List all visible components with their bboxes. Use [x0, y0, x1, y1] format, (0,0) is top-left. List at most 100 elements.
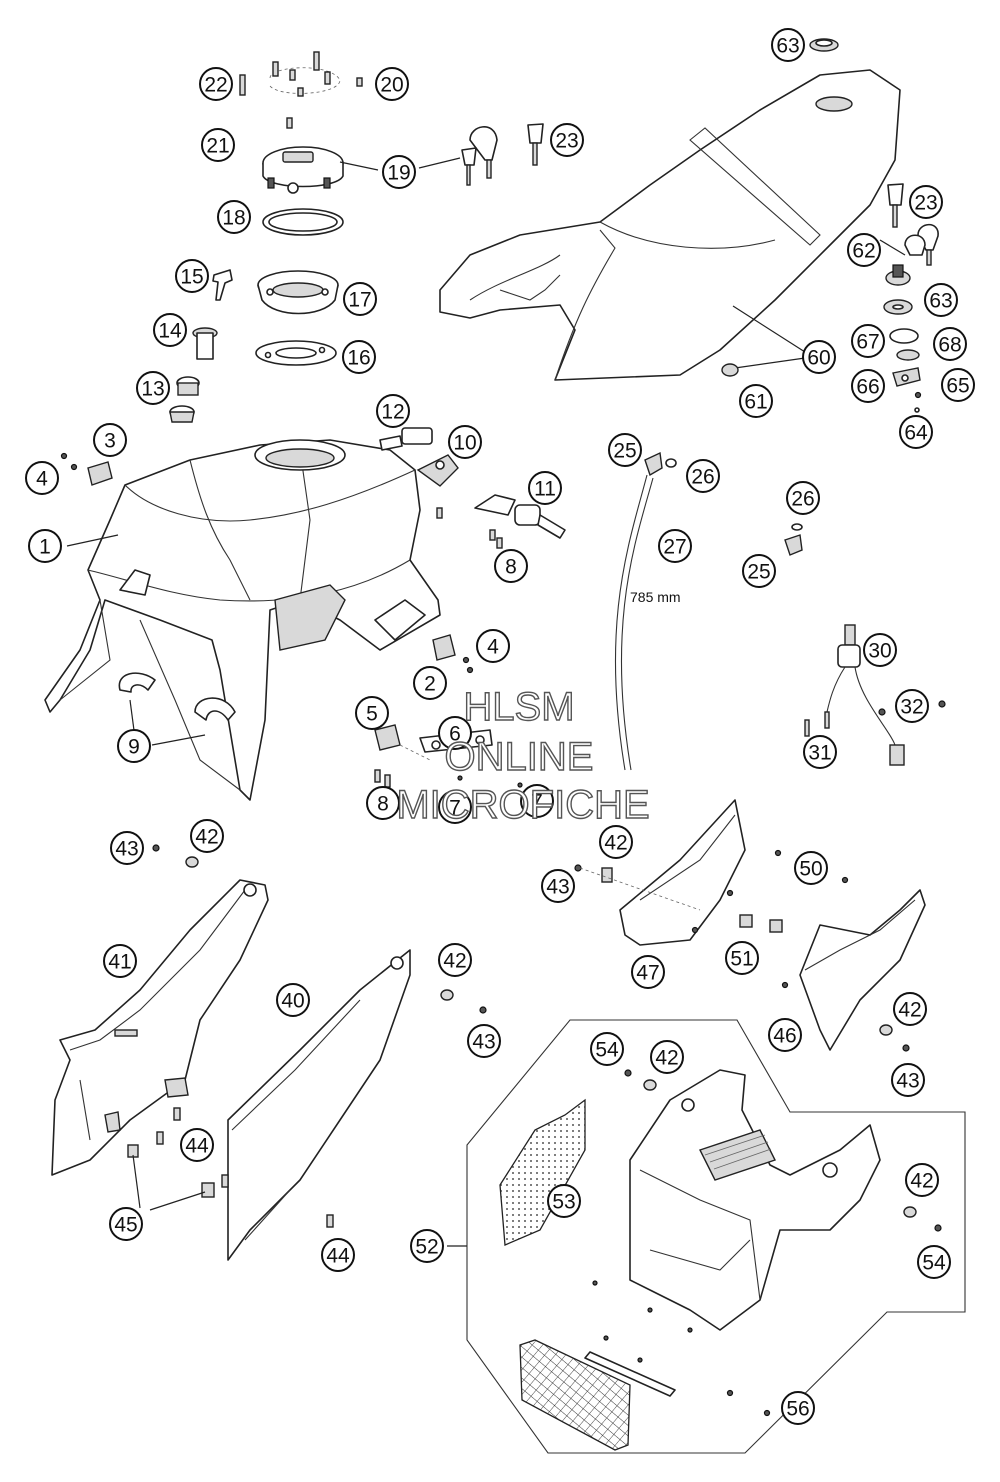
inner-panel-46-part: [739, 889, 926, 1052]
callout-number: 26: [691, 466, 714, 489]
callout-circle: [590, 1032, 624, 1066]
callout-number: 8: [505, 556, 517, 579]
callout-7: 7: [520, 784, 554, 818]
callout-32: 32: [895, 689, 929, 723]
callout-number: 52: [415, 1236, 438, 1259]
callout-number: 15: [180, 266, 203, 289]
callout-43: 43: [541, 869, 575, 903]
callout-number: 18: [222, 207, 245, 230]
callout-52: 52: [410, 1229, 444, 1263]
callout-number: 66: [856, 376, 879, 399]
callout-number: 30: [868, 640, 891, 663]
callout-22: 22: [199, 67, 233, 101]
callout-56: 56: [781, 1391, 815, 1425]
callout-6: 6: [438, 716, 472, 750]
callout-circle: [803, 735, 837, 769]
callout-42: 42: [190, 819, 224, 853]
callout-circle: [190, 819, 224, 853]
callout-11: 11: [528, 471, 562, 505]
callout-15: 15: [175, 259, 209, 293]
callout-54: 54: [590, 1032, 624, 1066]
callout-circle: [93, 423, 127, 457]
callout-number: 25: [613, 440, 636, 463]
callout-circle: [110, 831, 144, 865]
callout-number: 43: [546, 876, 569, 899]
tail-section-part: [447, 1069, 942, 1417]
callout-number: 5: [366, 703, 378, 726]
callout-number: 54: [595, 1039, 619, 1062]
callout-68: 68: [933, 327, 967, 361]
seat-part: [439, 69, 901, 381]
callout-circle: [541, 869, 575, 903]
callout-circle: [376, 394, 410, 428]
callout-circle: [895, 689, 929, 723]
callout-circle: [933, 327, 967, 361]
callout-43: 43: [110, 831, 144, 865]
reflector-part: [499, 1098, 586, 1246]
callout-61: 61: [739, 384, 773, 418]
callout-number: 7: [449, 797, 461, 820]
callout-25: 25: [608, 433, 642, 467]
callout-7: 7: [438, 790, 472, 824]
callout-circle: [217, 200, 251, 234]
callout-26: 26: [786, 481, 820, 515]
fuel-cap-part: [262, 146, 461, 194]
callout-42: 42: [905, 1163, 939, 1197]
callout-number: 2: [424, 673, 436, 696]
callout-number: 64: [904, 422, 928, 445]
screw-set-part: [239, 51, 363, 129]
nut-part: [721, 363, 739, 377]
callout-17: 17: [343, 282, 377, 316]
callout-number: 46: [773, 1025, 796, 1048]
bracket-part: [60, 452, 474, 674]
callout-43: 43: [891, 1063, 925, 1097]
callout-number: 26: [791, 488, 814, 511]
callout-circle: [786, 481, 820, 515]
callout-54: 54: [917, 1245, 951, 1279]
callout-23: 23: [909, 185, 943, 219]
callout-circle: [153, 313, 187, 347]
callout-number: 19: [387, 162, 410, 185]
callout-circle: [650, 1040, 684, 1074]
callout-number: 43: [115, 838, 138, 861]
callout-number: 65: [946, 375, 969, 398]
lock-cylinder-part: [879, 223, 939, 413]
callout-circle: [781, 1391, 815, 1425]
callout-circle: [375, 67, 409, 101]
callout-circle: [599, 825, 633, 859]
callout-circle: [343, 282, 377, 316]
bolt-bushing-part: [169, 269, 233, 423]
callout-number: 42: [655, 1047, 678, 1070]
side-cover-right-part: [227, 949, 411, 1261]
callout-circle: [136, 371, 170, 405]
callout-63: 63: [771, 28, 805, 62]
callout-number: 62: [852, 240, 875, 263]
cap-part: [809, 38, 839, 52]
callout-number: 14: [158, 320, 182, 343]
callout-circle: [851, 324, 885, 358]
watermark-line-2: ONLINE: [445, 735, 594, 779]
callout-circle: [658, 529, 692, 563]
callout-circle: [410, 1229, 444, 1263]
callout-64: 64: [899, 415, 933, 449]
callout-circle: [109, 1207, 143, 1241]
callout-number: 42: [195, 826, 218, 849]
gasket-plate-part: [255, 340, 337, 366]
callout-circle: [199, 67, 233, 101]
callout-20: 20: [375, 67, 409, 101]
callout-number: 20: [380, 74, 403, 97]
callout-number: 43: [896, 1070, 919, 1093]
sensor-part: [804, 624, 946, 766]
mesh-grille-part: [519, 1339, 676, 1451]
callout-circle: [520, 784, 554, 818]
callout-18: 18: [217, 200, 251, 234]
callout-number: 63: [776, 35, 799, 58]
callout-circle: [550, 123, 584, 157]
callout-circle: [494, 549, 528, 583]
callout-number: 61: [744, 391, 767, 414]
watermark-line-1: HLSM: [463, 685, 574, 729]
callout-circle: [547, 1184, 581, 1218]
callout-25: 25: [742, 554, 776, 588]
callout-3: 3: [93, 423, 127, 457]
